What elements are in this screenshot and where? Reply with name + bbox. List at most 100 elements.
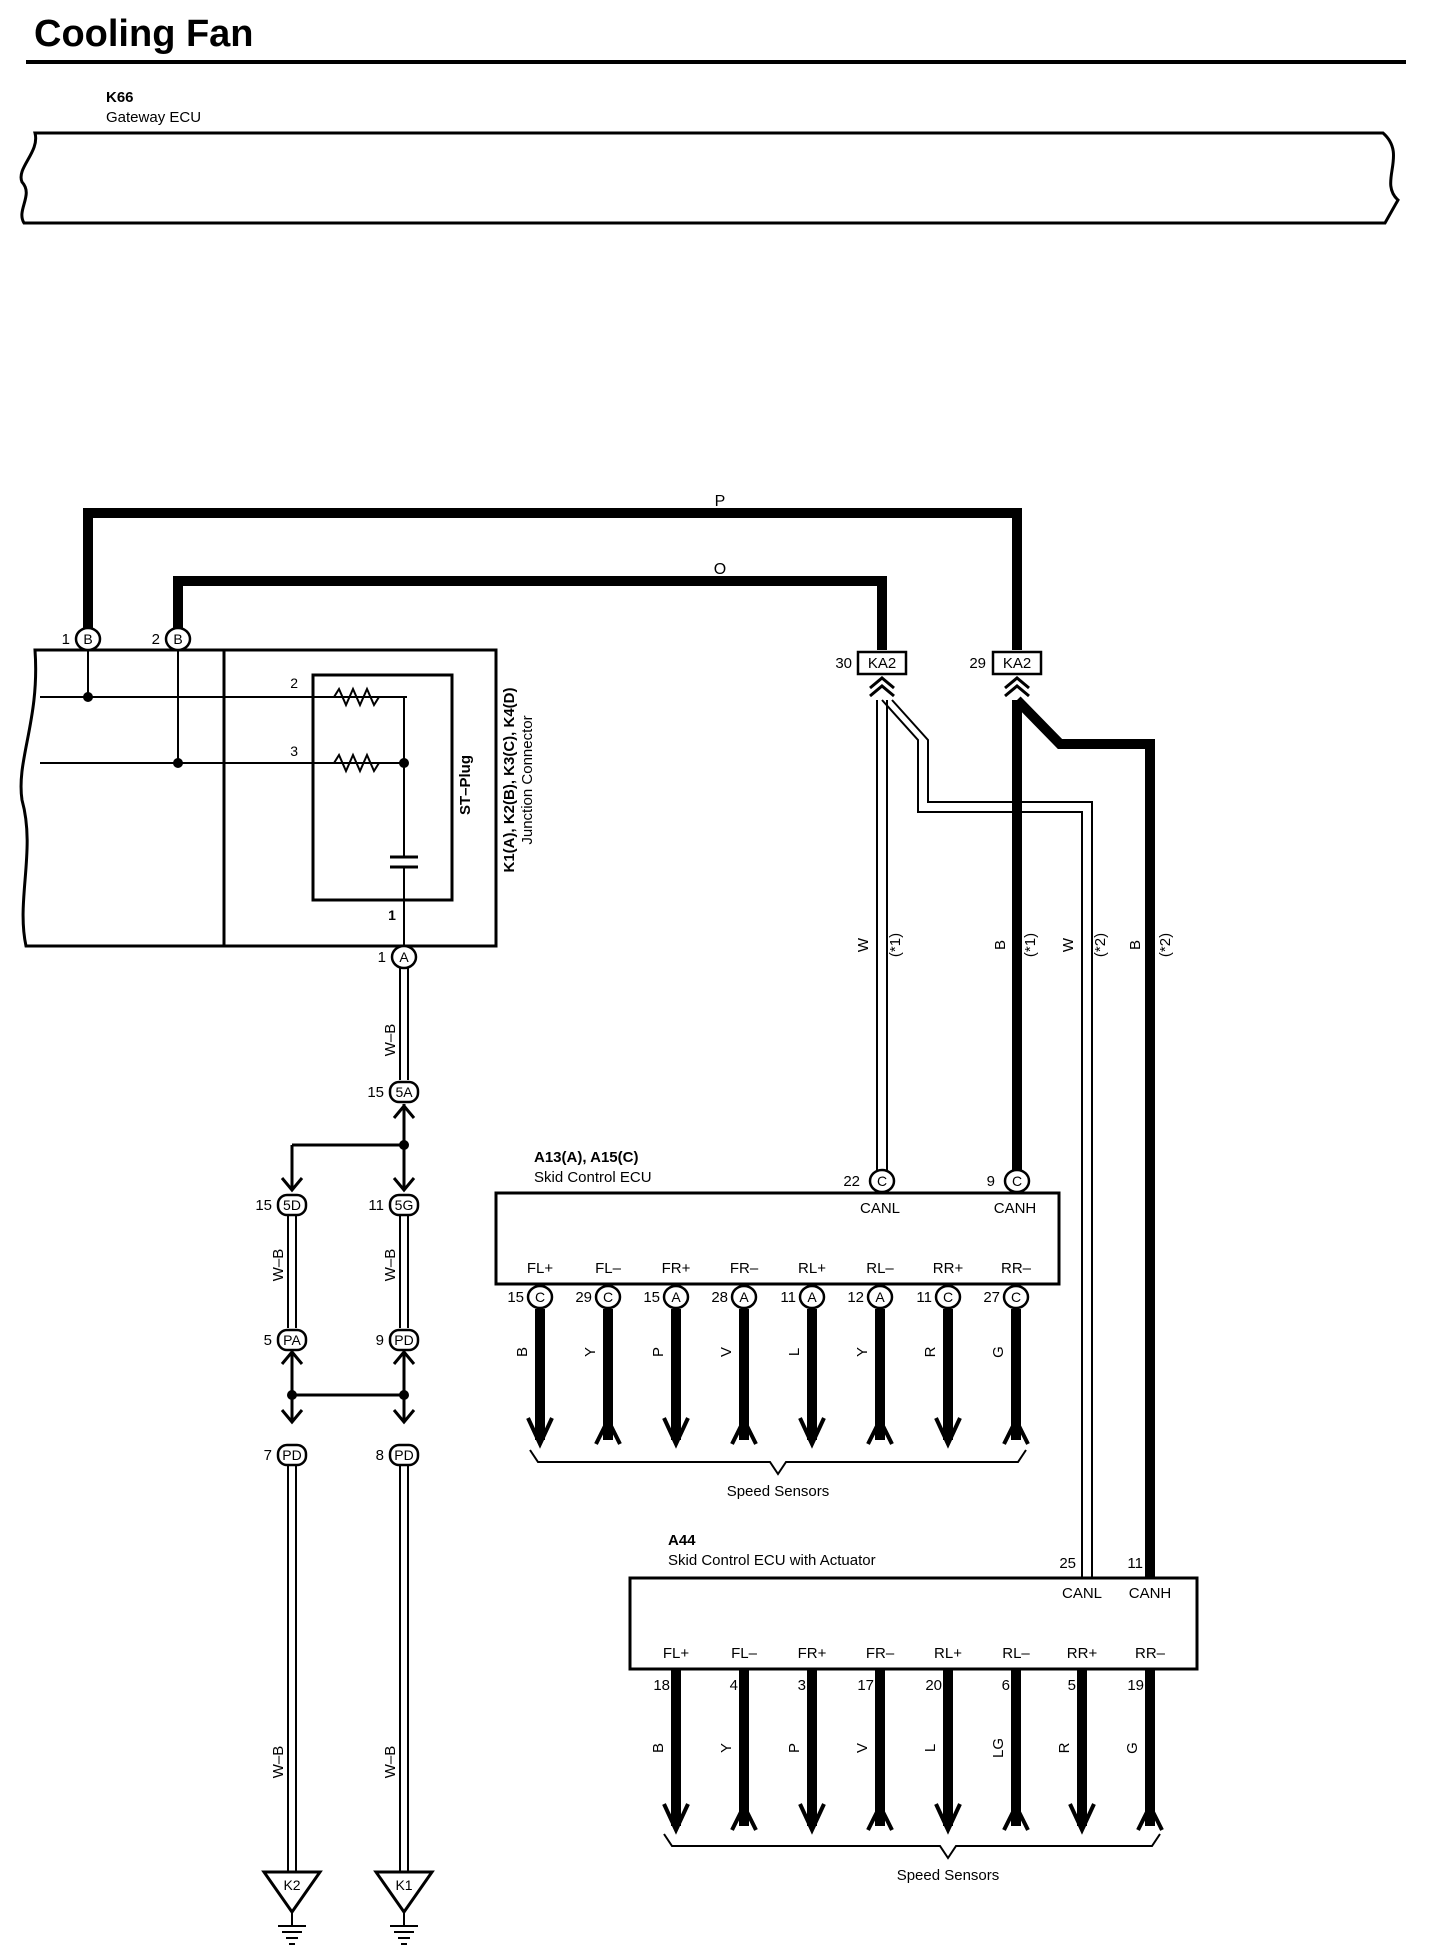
ecu-a13-canl: CANL (860, 1200, 900, 1217)
svg-text:15: 15 (255, 1197, 272, 1214)
ecu-a44-wire-color: L (922, 1744, 939, 1752)
splice-5d: 15 5D (255, 1193, 308, 1217)
splice-5a: 15 5A (367, 1080, 420, 1104)
svg-text:PD: PD (394, 1332, 413, 1348)
ecu-a44-canh-pin: 11 (1127, 1555, 1143, 1572)
svg-text:B: B (83, 631, 92, 647)
svg-text:KA2: KA2 (1003, 655, 1031, 672)
ecu-a13-pin: 29 (575, 1289, 592, 1306)
arrow-down-icon (798, 1417, 826, 1449)
arrow-up-icon (866, 1801, 894, 1831)
ecu-a13-code: A13(A), A15(C) (534, 1149, 638, 1166)
ecu-a13-terminal-label: RR+ (933, 1260, 964, 1277)
ecu-a44-pin: 6 (1002, 1677, 1010, 1694)
ecu-a44-terminal-label: FR+ (798, 1645, 827, 1662)
ecu-a13-terminal-label: RR– (1001, 1260, 1032, 1277)
wire-w-label-1: W (855, 937, 872, 952)
wire-wb-label-4: W–B (270, 1746, 287, 1779)
splice-5g: 11 5G (368, 1193, 420, 1217)
svg-text:C: C (877, 1173, 887, 1189)
ecu-a13-wire-color: Y (582, 1347, 599, 1357)
arrow-up-icon (866, 1415, 894, 1445)
arrow-down-icon (934, 1803, 962, 1835)
junction-connector-outline (19, 648, 498, 948)
arrow-down-icon (526, 1417, 554, 1449)
ecu-a13-pin-conn-label: C (943, 1289, 953, 1305)
svg-text:5G: 5G (395, 1197, 414, 1213)
ecu-a13-pin-conn (866, 1284, 894, 1310)
wire-canl-2 (881, 699, 1093, 1578)
wire-p-label: P (715, 493, 726, 510)
splice-pd-9: 9 PD (376, 1328, 420, 1352)
resistor-2 (313, 752, 404, 774)
ecu-a13-pin-conn (662, 1284, 690, 1310)
arrow-up-icon (730, 1415, 758, 1445)
ecu-a44-wire-color: B (650, 1743, 667, 1753)
wire-wb-label-3: W–B (382, 1249, 399, 1282)
wire-wb-label-1: W–B (382, 1024, 399, 1057)
ecu-a13-pin-conn-label: A (875, 1289, 885, 1305)
ecu-a13-pin: 28 (711, 1289, 728, 1306)
ecu-a44-terminal: FR+3P (786, 1645, 827, 1835)
ecu-a44-pin: 17 (857, 1677, 874, 1694)
ecu-a44-pin: 20 (925, 1677, 942, 1694)
ecu-a44-wire-color: P (786, 1743, 803, 1753)
ecu-a44-pin: 4 (730, 1677, 738, 1694)
wire-note-1b: (*1) (1022, 933, 1039, 957)
ecu-a13-terminal-label: RL– (866, 1260, 894, 1277)
splice-pd-8: 8 PD (376, 1443, 420, 1467)
ecu-a44-name: Skid Control ECU with Actuator (668, 1552, 876, 1569)
junction-pin-2: 2 (152, 631, 160, 648)
ecu-a44-code: A44 (668, 1532, 696, 1549)
svg-text:7: 7 (264, 1447, 272, 1464)
junction-connector-b-1: B (74, 626, 102, 652)
svg-text:9: 9 (376, 1332, 384, 1349)
gateway-ecu-outline (19, 131, 1400, 225)
svg-text:K1: K1 (395, 1877, 412, 1893)
ecu-a13-pin-conn-label: C (535, 1289, 545, 1305)
ecu-a13-pin-conn-label: C (1011, 1289, 1021, 1305)
ground-k2-icon: K2 (261, 1870, 323, 1945)
wire-p (83, 508, 1022, 650)
junction-code: K1(A), K2(B), K3(C), K4(D) (501, 688, 518, 873)
arrow-down-icon (662, 1417, 690, 1449)
splice-pd-7: 7 PD (264, 1443, 308, 1467)
ecu-a13-sensor-label: Speed Sensors (727, 1483, 830, 1500)
wire-o (173, 576, 887, 650)
page-title: Cooling Fan (34, 13, 254, 55)
gateway-name: Gateway ECU (106, 109, 201, 126)
ecu-a13-pin-conn-label: A (671, 1289, 681, 1305)
junction-pin-1: 1 (62, 631, 70, 648)
splice-pa: 5 PA (264, 1328, 308, 1352)
ecu-a13-wire-color: R (922, 1346, 939, 1357)
ecu-a44-pin: 19 (1127, 1677, 1144, 1694)
ecu-a44-box (628, 1576, 1199, 1671)
wire-wb-label-5: W–B (382, 1746, 399, 1779)
ecu-a44-terminal: RR+5R (1056, 1645, 1097, 1835)
ecu-a44-terminal: RL–6LG (990, 1645, 1030, 1831)
svg-text:8: 8 (376, 1447, 384, 1464)
ecu-a44-canl-pin: 25 (1059, 1555, 1076, 1572)
svg-text:5: 5 (264, 1332, 272, 1349)
svg-text:5A: 5A (395, 1084, 413, 1100)
ecu-a13-pin-conn (1002, 1284, 1030, 1310)
wire-o-label: O (714, 561, 726, 578)
plug-pin-2: 2 (290, 675, 298, 691)
arrow-down-icon (934, 1417, 962, 1449)
arrow-up-icon (1002, 1801, 1030, 1831)
ecu-a44-sensor-label: Speed Sensors (897, 1867, 1000, 1884)
ecu-a44-terminal: FL+18B (650, 1645, 690, 1835)
wire-b-label-2: B (1127, 940, 1144, 950)
ecu-a13-canl-pin: 22 (843, 1173, 860, 1190)
ecu-a13-pin-conn-label: C (603, 1289, 613, 1305)
arrow-down-icon (798, 1803, 826, 1835)
svg-text:KA2: KA2 (868, 655, 896, 672)
ecu-a44-terminal: FR–17V (854, 1645, 895, 1831)
